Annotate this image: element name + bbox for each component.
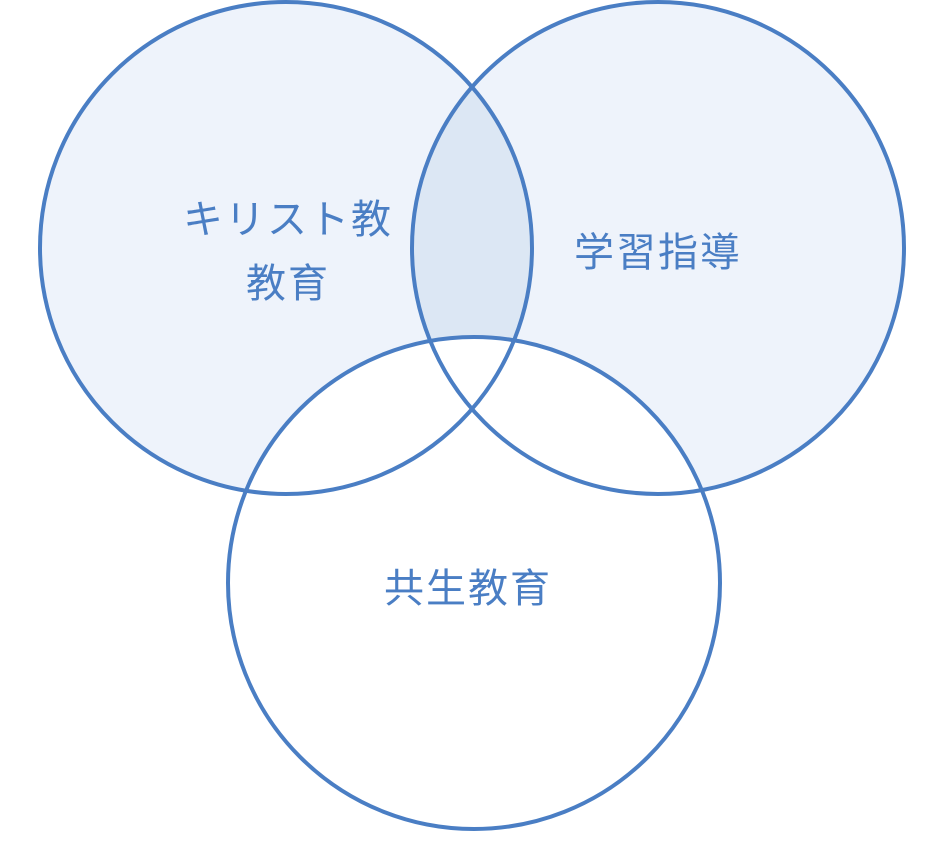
circle-right-label: 学習指導 (574, 230, 742, 276)
circle-left-label-line-2: 教育 (246, 261, 330, 307)
circle-bottom-label: 共生教育 (384, 566, 552, 612)
circle-left-label-line-1: キリスト教 (183, 197, 393, 243)
circle-bottom-outline (226, 335, 722, 831)
circle-bottom-fill (228, 337, 720, 829)
circle-left-outline (38, 0, 534, 496)
circle-right-outline (410, 0, 906, 496)
